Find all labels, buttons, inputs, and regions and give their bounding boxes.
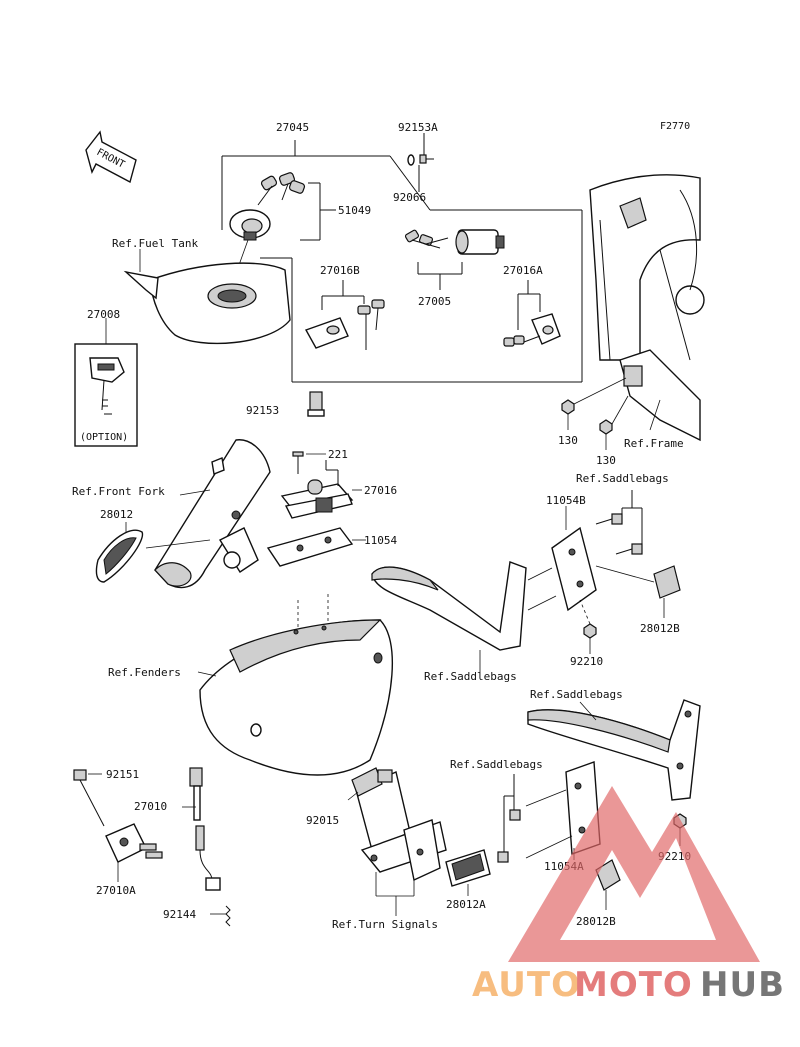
label-28012a: 28012A — [446, 898, 486, 911]
reflector-28012b-bot-icon — [595, 859, 621, 891]
label-ref-saddlebags-3: Ref.Saddlebags — [530, 688, 623, 701]
label-130-b: 130 — [596, 454, 616, 467]
saddlebag-bracket-top-ref — [371, 561, 527, 651]
nut-130b-icon — [599, 419, 613, 435]
callout-lines-top — [221, 133, 583, 383]
screw-221-icon — [292, 451, 304, 474]
nut-130a-icon — [561, 399, 575, 415]
frame-ref — [589, 174, 705, 442]
lock-27016a-icon — [503, 313, 561, 347]
front-fork-ref — [154, 439, 271, 589]
label-92066: 92066 — [393, 191, 426, 204]
figure-code: F2770 — [660, 121, 690, 132]
cable-27010-icon — [189, 767, 221, 891]
label-27016: 27016 — [364, 484, 397, 497]
label-ref-frame: Ref.Frame — [624, 437, 684, 450]
watermark-logo: AUTO MOTO HUB — [472, 786, 785, 1005]
label-92151: 92151 — [106, 768, 139, 781]
label-ref-saddlebags-2: Ref.Saddlebags — [424, 670, 517, 683]
label-27045: 27045 — [276, 121, 309, 134]
label-92144: 92144 — [163, 908, 196, 921]
label-ref-turn-signals: Ref.Turn Signals — [332, 918, 438, 931]
label-28012b-top: 28012B — [640, 622, 680, 635]
fuel-tank-ref — [123, 262, 291, 345]
ignition-switch-27005-icon — [404, 229, 505, 255]
label-27016b: 27016B — [320, 264, 360, 277]
watermark-hub: HUB — [700, 965, 785, 1005]
fender-ref — [199, 619, 393, 776]
bolts-saddlebag-top-icon — [595, 513, 643, 555]
label-ref-fuel-tank: Ref.Fuel Tank — [112, 237, 198, 250]
label-28012b-bot: 28012B — [576, 915, 616, 928]
label-221: 221 — [328, 448, 348, 461]
turn-signal-bracket-ref — [351, 767, 447, 882]
label-11054b: 11054B — [546, 494, 586, 507]
option-label: (OPTION) — [80, 432, 128, 443]
reflector-28012a-icon — [445, 849, 491, 887]
fuel-cap-icon — [229, 209, 271, 241]
label-27010: 27010 — [134, 800, 167, 813]
label-ref-fenders: Ref.Fenders — [108, 666, 181, 679]
label-92210-top: 92210 — [570, 655, 603, 668]
reflector-28012b-top-icon — [653, 565, 681, 599]
saddlebag-bracket-lower-ref — [527, 699, 701, 801]
watermark-moto: MOTO — [574, 965, 693, 1005]
label-ref-saddlebags-4: Ref.Saddlebags — [450, 758, 543, 771]
watermark-auto: AUTO — [472, 965, 581, 1005]
front-arrow-icon: FRONT — [85, 130, 137, 184]
label-27005: 27005 — [418, 295, 451, 308]
key-set-51049-icon — [257, 172, 306, 206]
label-11054: 11054 — [364, 534, 397, 547]
option-key-box: (OPTION) — [74, 343, 138, 447]
label-92153a: 92153A — [398, 121, 438, 134]
label-51049: 51049 — [338, 204, 371, 217]
bracket-11054-icon — [266, 527, 354, 567]
label-27010a: 27010A — [96, 884, 136, 897]
lock-27016b-icon — [304, 299, 385, 350]
label-28012: 28012 — [100, 508, 133, 521]
label-ref-saddlebags-1: Ref.Saddlebags — [576, 472, 669, 485]
bolts-saddlebag-lower-icon — [497, 809, 521, 863]
bolt-92153a-icon — [419, 154, 434, 164]
spring-92144-icon — [225, 905, 231, 927]
label-92015: 92015 — [306, 814, 339, 827]
label-27008: 27008 — [87, 308, 120, 321]
label-27016a: 27016A — [503, 264, 543, 277]
label-92153: 92153 — [246, 404, 279, 417]
label-130-a: 130 — [558, 434, 578, 447]
nut-92210-top-icon — [583, 623, 597, 639]
band-28012-icon — [95, 529, 144, 583]
switch-27010a-icon — [105, 823, 163, 863]
washer-92066-icon — [407, 154, 415, 166]
lock-27016-icon — [280, 479, 354, 519]
bolt-92151-icon — [73, 769, 105, 827]
label-ref-front-fork: Ref.Front Fork — [72, 485, 165, 498]
bolt-92153-icon — [307, 391, 325, 417]
bracket-11054b-icon — [551, 526, 597, 612]
